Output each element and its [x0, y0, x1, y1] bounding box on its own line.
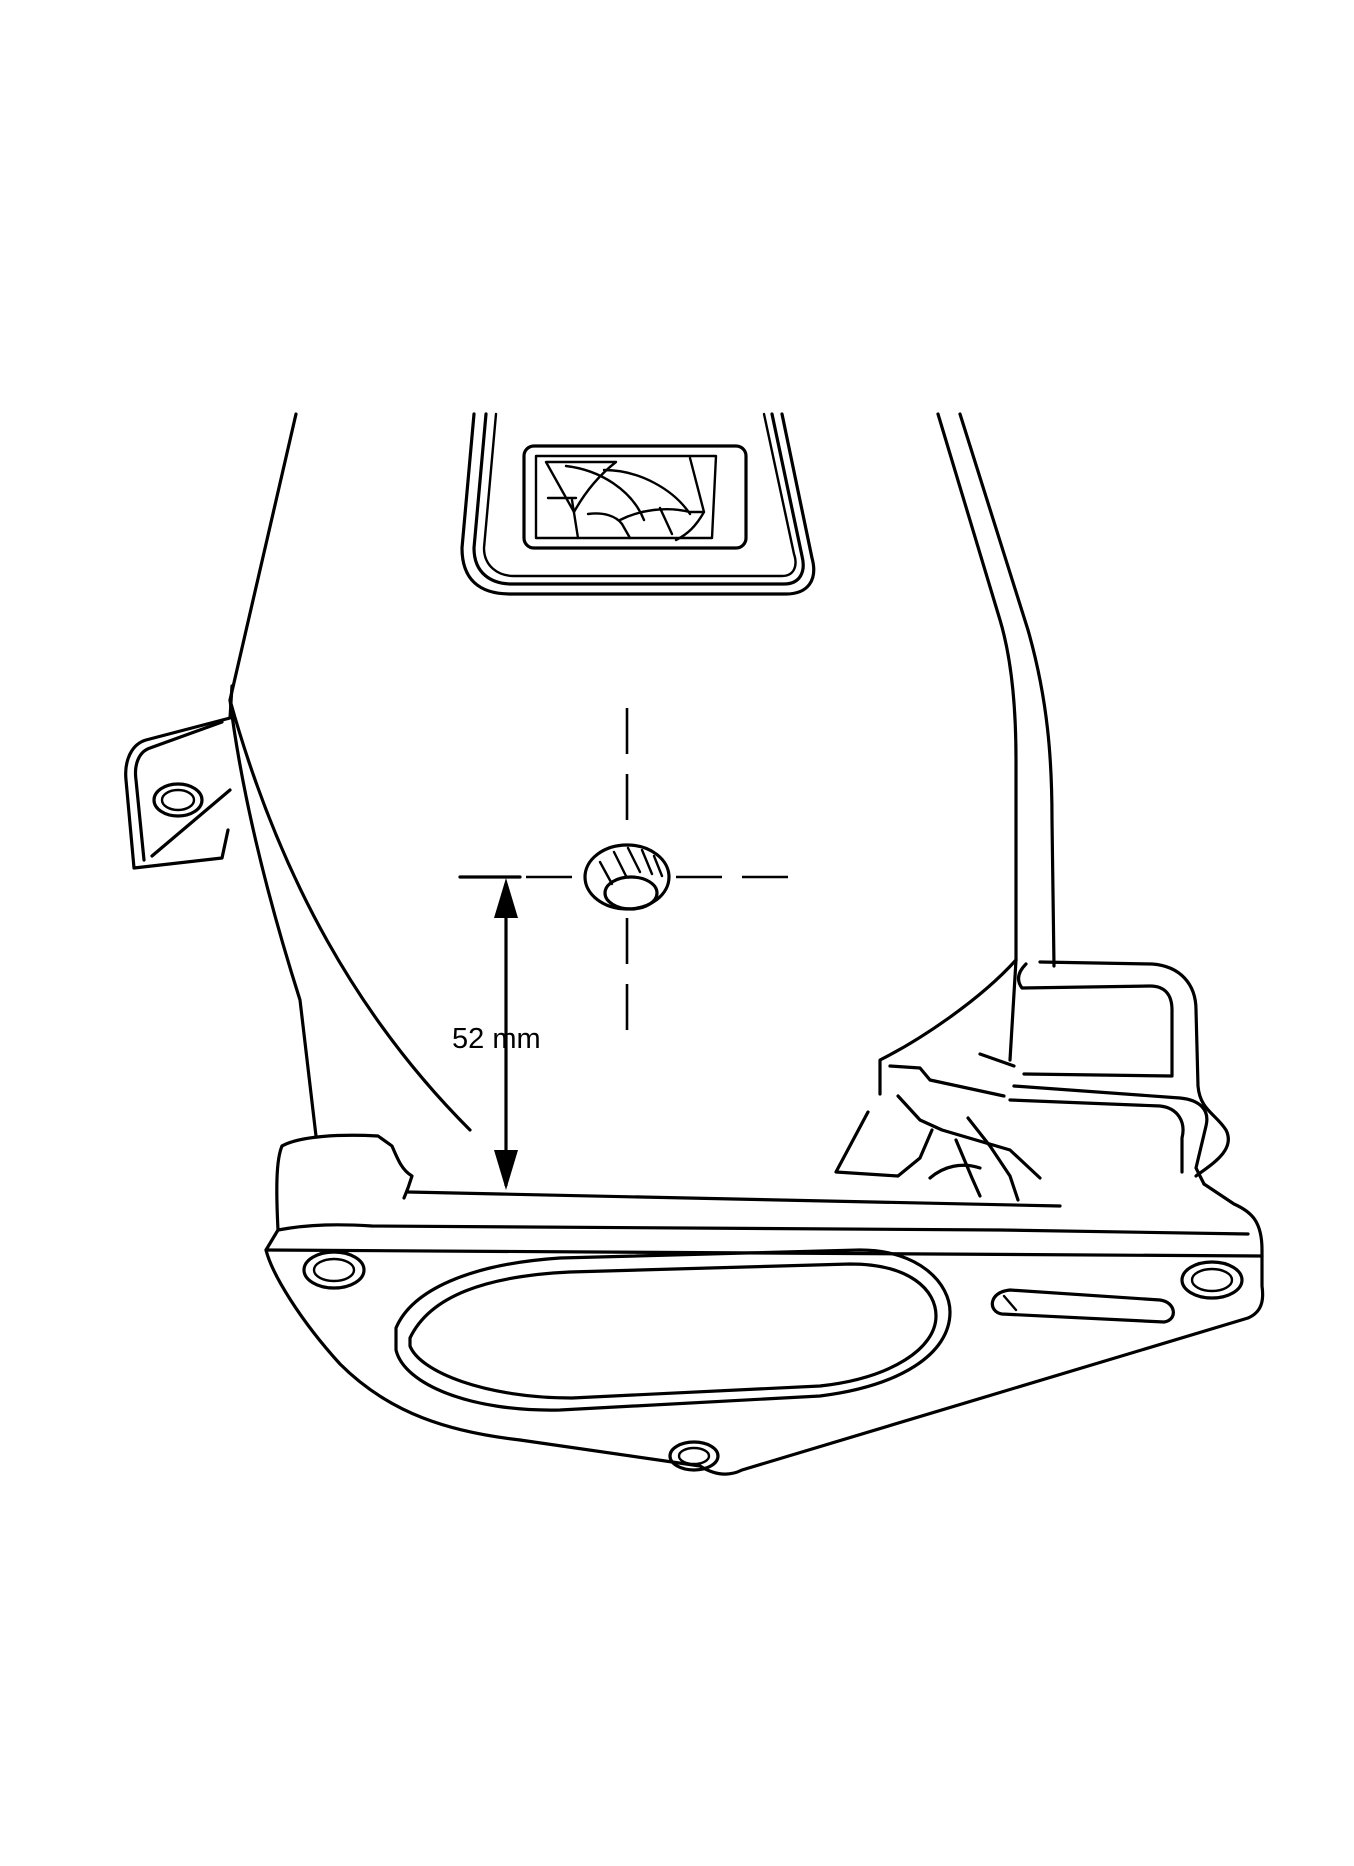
center-crosshair — [460, 708, 800, 1050]
flange-slot — [990, 1288, 1175, 1324]
dimension-52mm: 52 mm — [452, 875, 541, 1190]
bolt-hole-right — [1180, 1260, 1244, 1300]
right-side-bracket — [834, 960, 1230, 1202]
flange-bolt-holes — [302, 1250, 1244, 1472]
bolt-hole-left — [302, 1250, 366, 1290]
top-raised-panel — [460, 412, 816, 596]
throttle-body-flange — [264, 1133, 1265, 1476]
throttle-bore — [394, 1248, 952, 1412]
dimension-arrow-bottom — [494, 1150, 518, 1190]
dimension-label: 52 mm — [452, 1023, 541, 1055]
dimension-arrow-top — [494, 878, 518, 918]
manufacturer-logo — [522, 444, 748, 550]
drill-hole — [583, 843, 671, 911]
housing-body — [228, 412, 1056, 1138]
bolt-hole-bottom — [668, 1440, 720, 1472]
left-mounting-tab — [124, 684, 234, 870]
